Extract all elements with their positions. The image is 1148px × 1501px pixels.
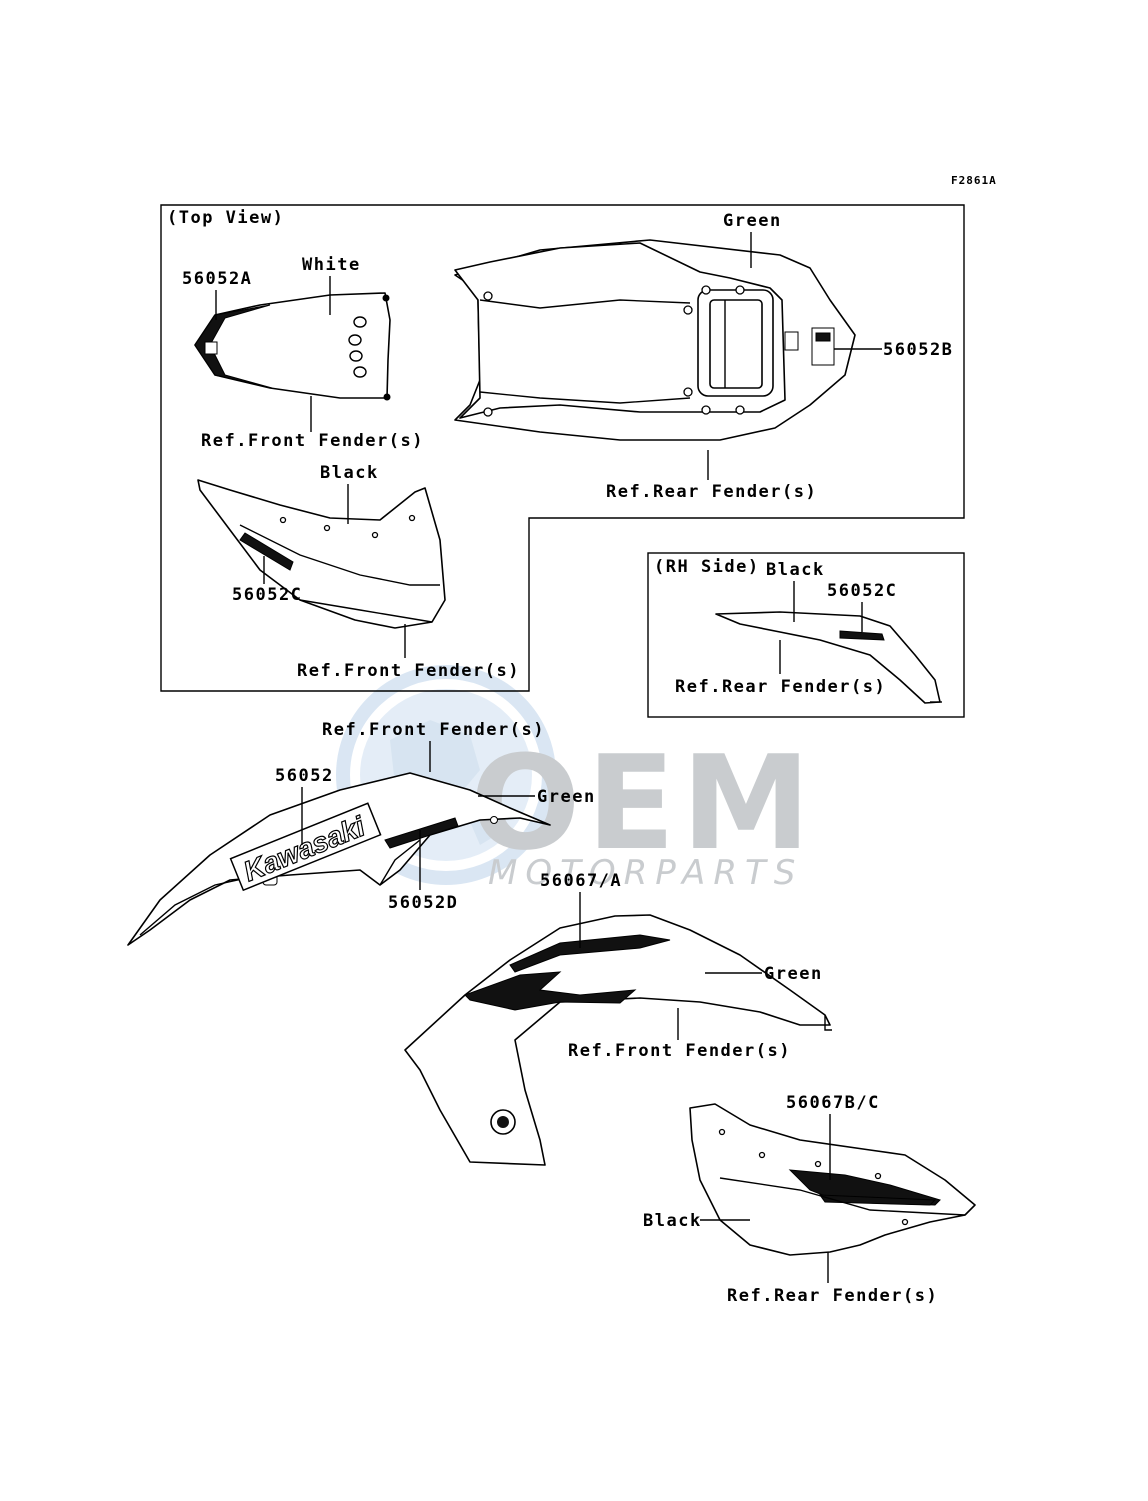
label-black-cowl: Black [320,463,379,483]
label-56052B: 56052B [883,340,953,360]
label-ref-front-fender-2: Ref.Front Fender(s) [297,661,520,681]
rh-side-frame [647,552,965,718]
label-green-side: Green [537,787,596,807]
label-ref-rear-fender-2: Ref.Rear Fender(s) [675,677,886,697]
tail-cowl [689,1103,976,1256]
label-black-tail: Black [643,1211,702,1231]
label-56052C-2: 56052C [827,581,897,601]
label-56052C-1: 56052C [232,585,302,605]
label-56052: 56052 [275,766,334,786]
watermark-logo: OEM [470,727,817,879]
top-view-frame [160,204,965,692]
front-fender-top-view [194,292,391,401]
label-ref-rear-fender-3: Ref.Rear Fender(s) [727,1286,938,1306]
top-view-heading: (Top View) [167,208,284,228]
rear-fender-top-view [454,239,856,441]
label-56052A: 56052A [182,269,252,289]
label-56067BC: 56067B/C [786,1093,880,1113]
watermark-subtext: MOTORPARTS [488,853,803,893]
label-green-shroud: Green [764,964,823,984]
front-cowl [197,479,446,629]
label-56067A: 56067/A [540,871,622,891]
side-front-fender: Kawasaki [127,772,551,946]
rh-side-rear-fender [715,611,942,704]
figure-code: F2861A [951,174,997,187]
label-ref-front-fender-1: Ref.Front Fender(s) [201,431,424,451]
label-ref-front-fender-4: Ref.Front Fender(s) [568,1041,791,1061]
label-ref-front-fender-3: Ref.Front Fender(s) [322,720,545,740]
label-black-rh: Black [766,560,825,580]
rh-side-heading: (RH Side) [654,557,760,577]
label-green-top: Green [723,211,782,231]
label-56052D: 56052D [388,893,458,913]
label-ref-rear-fender-1: Ref.Rear Fender(s) [606,482,817,502]
side-shroud [404,914,832,1166]
label-white: White [302,255,361,275]
